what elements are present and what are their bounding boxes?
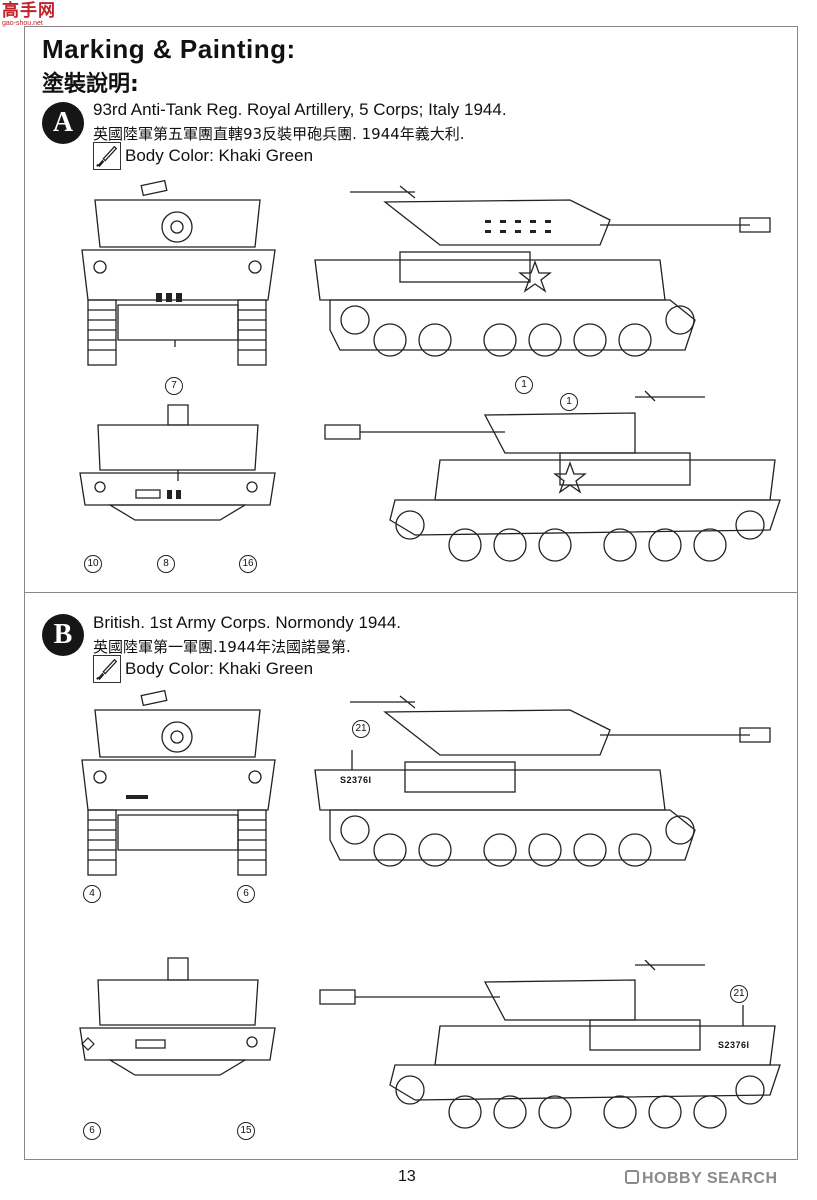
callout-marker: 15 [237,1122,255,1140]
callout-marker: 6 [83,1122,101,1140]
scheme-a-rear-view [70,395,285,560]
callout-marker: 10 [84,555,102,573]
scheme-b-rear-view [70,950,285,1080]
scheme-b-unit: British. 1st Army Corps. Normondy 1944. [93,613,402,632]
scheme-a-unit-cn: 英國陸軍第五軍團直轄93反裝甲砲兵團. 1944年義大利. [93,125,465,143]
callout-marker: 8 [157,555,175,573]
vehicle-serial: S2376I [718,1040,750,1050]
paintbrush-icon [93,655,121,683]
page-title-cn: 塗裝說明: [42,72,139,97]
page-title: Marking & Painting: [42,34,296,64]
scheme-b-side-view-right [300,690,790,880]
page-number: 13 [398,1168,416,1185]
vehicle-serial: S2376I [340,775,372,785]
callout-marker: 7 [165,377,183,395]
logo-domain: gao-shou.net [2,20,43,27]
scheme-a-badge: A [42,102,84,144]
scheme-a-front-view [70,175,285,375]
scheme-b-side-view-left [305,960,795,1145]
paintbrush-icon [93,142,121,170]
scheme-a-side-view-left [305,385,795,575]
scheme-b-front-view [70,685,285,885]
scheme-b-badge: B [42,614,84,656]
page-frame [24,26,798,1160]
scheme-b-unit-cn: 英國陸軍第一軍團.1944年法國諾曼第. [93,638,351,656]
scheme-a-unit: 93rd Anti-Tank Reg. Royal Artillery, 5 C… [93,100,507,119]
callout-marker: 4 [83,885,101,903]
watermark: HOBBY SEARCH [625,1170,778,1188]
callout-marker: 16 [239,555,257,573]
site-logo: 高手网 gao-shou.net [2,2,72,32]
logo-text: 高手网 [2,1,56,21]
callout-marker: 1 [515,376,533,394]
section-divider [24,592,798,593]
watermark-icon [625,1170,639,1184]
callout-marker: 1 [560,393,578,411]
callout-marker: 21 [352,720,370,738]
callout-marker: 21 [730,985,748,1003]
watermark-text: HOBBY SEARCH [642,1170,778,1187]
callout-marker: 6 [237,885,255,903]
scheme-a-side-view-right [300,180,790,370]
scheme-a-body-color: Body Color: Khaki Green [125,146,314,165]
scheme-b-body-color: Body Color: Khaki Green [125,659,314,678]
